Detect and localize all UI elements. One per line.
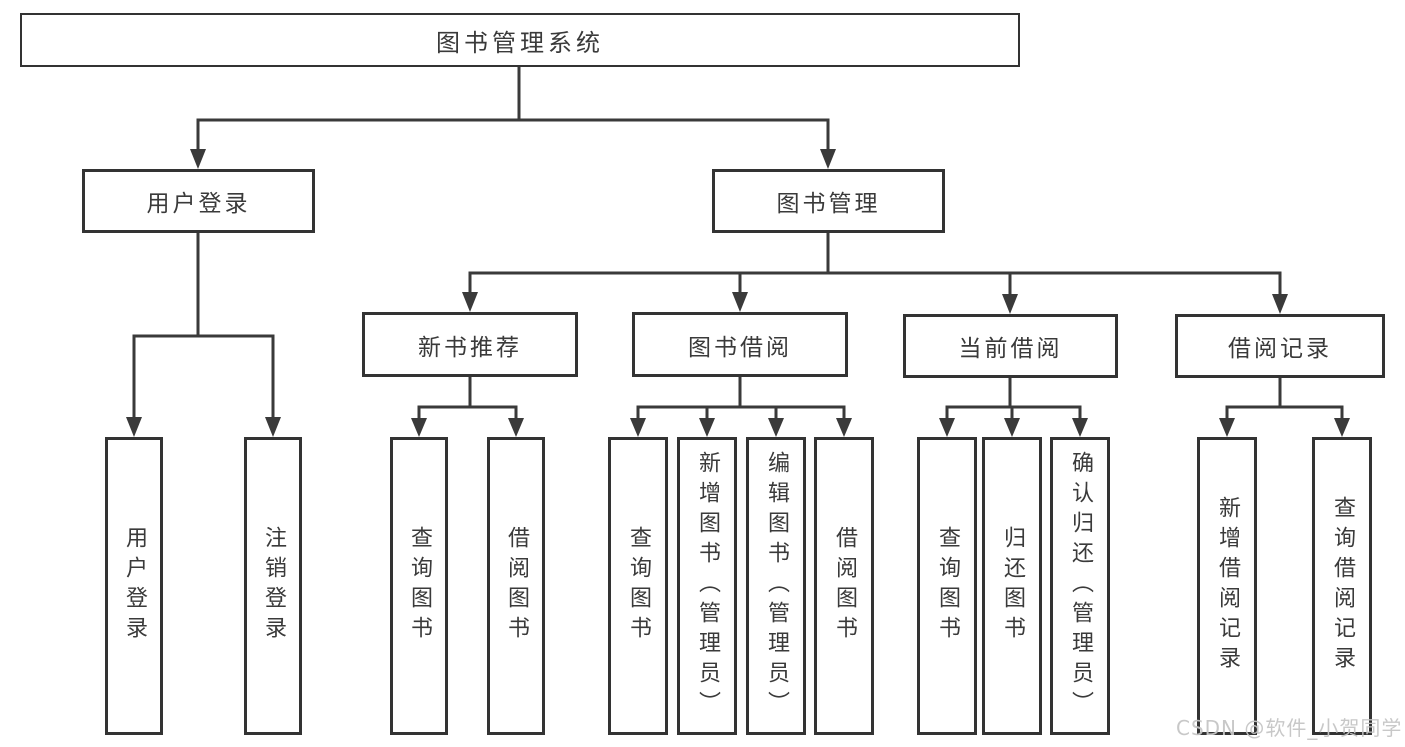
node-book-management: 图书管理 <box>712 169 945 233</box>
leaf-logout: 注销登录 <box>244 437 302 735</box>
node-library-management-system: 图书管理系统 <box>20 13 1020 67</box>
node-book-borrowing: 图书借阅 <box>632 312 848 377</box>
leaf-label: 查询图书 <box>407 526 432 646</box>
leaf-label: 查询借阅记录 <box>1330 496 1355 676</box>
node-user-login: 用户登录 <box>82 169 315 233</box>
leaf-user-login: 用户登录 <box>105 437 163 735</box>
leaf-label: 借阅图书 <box>832 526 857 646</box>
connector-lines <box>132 67 1344 419</box>
leaf-label: 编辑图书（管理员） <box>764 451 789 721</box>
leaf-label: 新增借阅记录 <box>1215 496 1240 676</box>
leaf-query-borrow-record: 查询借阅记录 <box>1312 437 1372 735</box>
leaf-confirm-return-admin: 确认归还（管理员） <box>1050 437 1110 735</box>
leaf-borrow-books-recommend: 借阅图书 <box>487 437 545 735</box>
leaf-query-books-recommend: 查询图书 <box>390 437 448 735</box>
leaf-add-borrow-record: 新增借阅记录 <box>1197 437 1257 735</box>
leaf-add-books-admin: 新增图书（管理员） <box>677 437 737 735</box>
leaf-borrow-books-borrowing: 借阅图书 <box>814 437 874 735</box>
leaf-label: 查询图书 <box>935 526 960 646</box>
leaf-label: 确认归还（管理员） <box>1068 451 1093 721</box>
leaf-label: 借阅图书 <box>504 526 529 646</box>
leaf-edit-books-admin: 编辑图书（管理员） <box>746 437 806 735</box>
leaf-query-books-current: 查询图书 <box>917 437 977 735</box>
csdn-watermark: CSDN @软件_小贺同学 <box>1176 716 1403 740</box>
leaf-label: 新增图书（管理员） <box>695 451 720 721</box>
node-new-book-recommend: 新书推荐 <box>362 312 578 377</box>
connector-arrowheads <box>126 149 1350 437</box>
leaf-return-books: 归还图书 <box>982 437 1042 735</box>
node-borrowing-records: 借阅记录 <box>1175 314 1385 378</box>
leaf-label: 用户登录 <box>122 526 147 646</box>
leaf-query-books-borrowing: 查询图书 <box>608 437 668 735</box>
leaf-label: 查询图书 <box>626 526 651 646</box>
leaf-label: 归还图书 <box>1000 526 1025 646</box>
leaf-label: 注销登录 <box>261 526 286 646</box>
node-current-borrowing: 当前借阅 <box>903 314 1118 378</box>
